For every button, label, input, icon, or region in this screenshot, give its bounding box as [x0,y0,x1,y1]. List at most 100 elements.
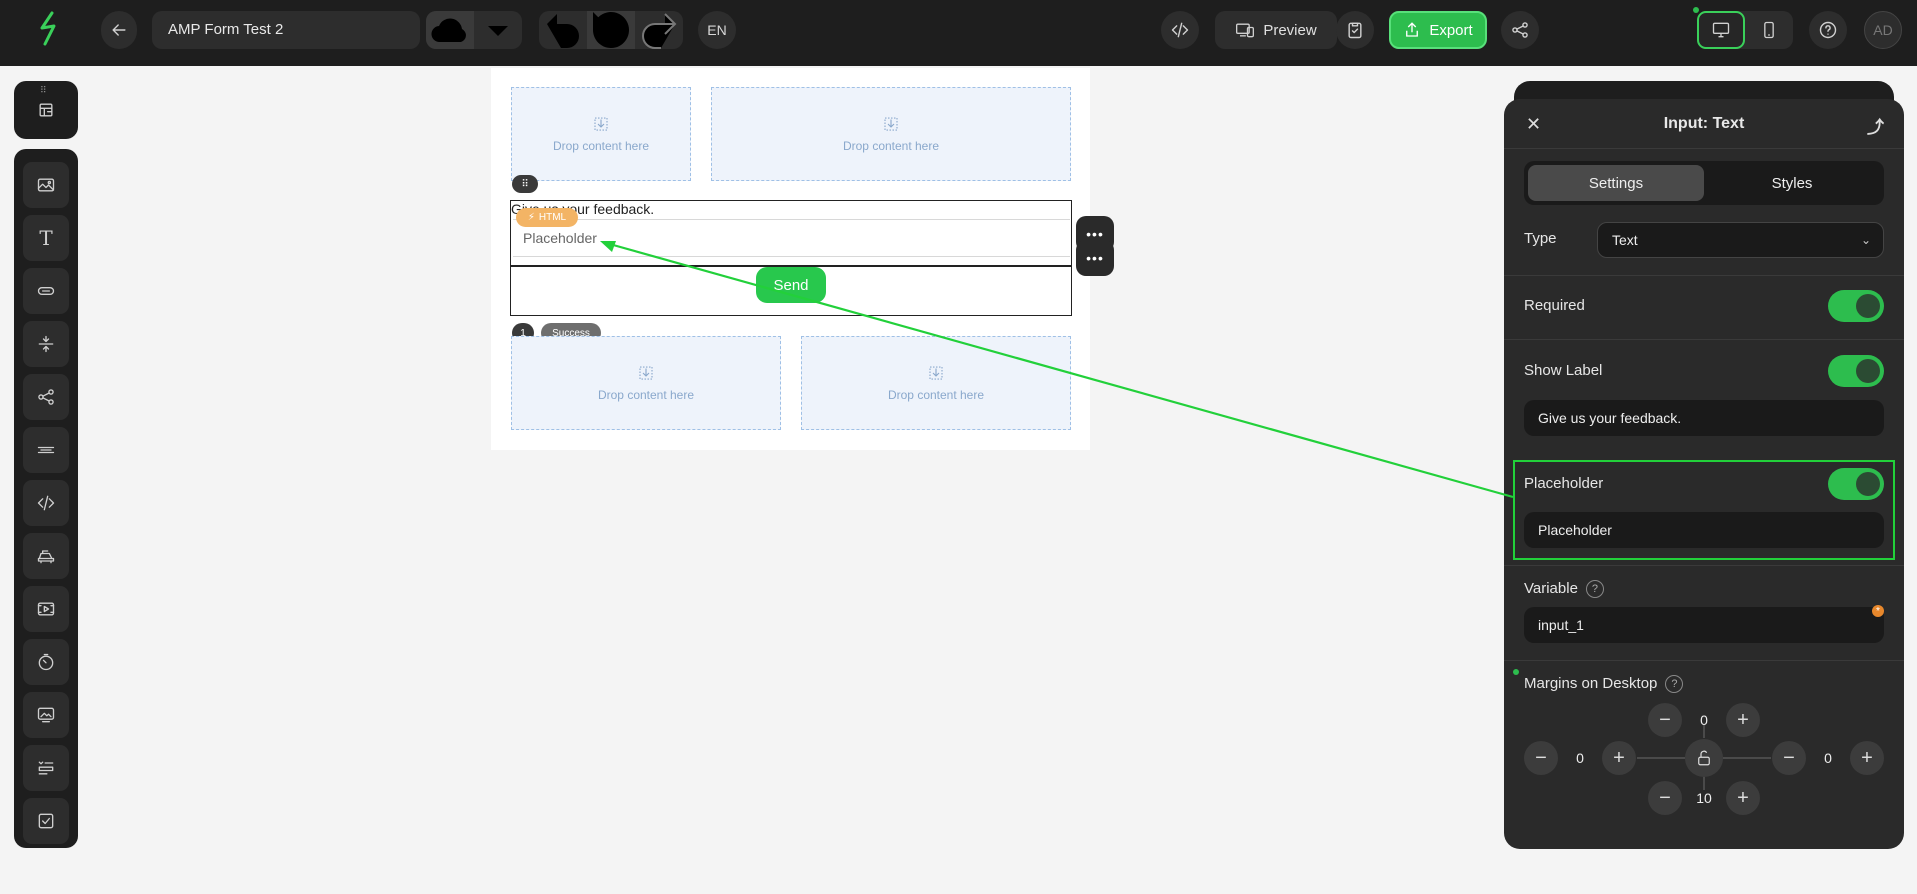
margin-top-increase[interactable]: + [1726,703,1760,737]
drop-zone[interactable]: Drop content here [511,336,781,430]
text-icon: T [39,226,53,250]
structures-button[interactable]: ⠿ [14,81,78,139]
margin-left-decrease[interactable]: − [1524,741,1558,775]
margin-top-value[interactable]: 0 [1700,712,1708,728]
mobile-view-button[interactable] [1745,11,1793,49]
banner-block-button[interactable] [23,533,69,579]
timer-block-button[interactable] [23,639,69,685]
close-icon[interactable]: ✕ [1526,114,1542,134]
spacer-icon [38,335,54,353]
drop-text: Drop content here [842,139,940,153]
divider [1504,275,1904,276]
menu-block-button[interactable] [23,427,69,473]
carousel-block-button[interactable] [23,692,69,738]
mobile-icon [1764,21,1774,39]
spacer-block-button[interactable] [23,321,69,367]
layout-icon [39,103,53,117]
show-label-toggle[interactable] [1828,355,1884,387]
margin-bottom-increase[interactable]: + [1726,781,1760,815]
back-button[interactable] [101,11,137,49]
image-block-button[interactable] [23,162,69,208]
tab-settings[interactable]: Settings [1528,165,1704,201]
margin-top-decrease[interactable]: − [1648,703,1682,737]
placeholder-toggle[interactable] [1828,468,1884,500]
share-icon [38,389,54,405]
margin-connector [1637,757,1685,759]
margin-right-value[interactable]: 0 [1824,750,1832,766]
margin-right-decrease[interactable]: − [1772,741,1806,775]
required-toggle[interactable] [1828,290,1884,322]
chevron-down-icon: ⌄ [1860,233,1871,247]
drop-icon [594,117,608,131]
html-block-button[interactable] [23,480,69,526]
device-switcher [1697,11,1793,49]
help-icon[interactable]: ? [1665,675,1684,694]
button-block-button[interactable] [23,268,69,314]
send-button[interactable]: Send [756,267,826,303]
arrow-left-icon [112,24,126,36]
show-label-label: Show Label [1524,362,1603,379]
save-options-dropdown[interactable] [474,11,522,49]
divider [1504,339,1904,340]
status-dot [1513,669,1519,675]
share-icon [1512,22,1528,38]
margin-connector [1723,757,1771,759]
drag-handle-icon[interactable]: ⠿ [40,85,48,95]
variable-input[interactable]: input_1 [1524,607,1884,643]
accordion-block-button[interactable] [23,745,69,791]
variable-row: Variable? [1524,580,1604,599]
type-label: Type [1524,230,1557,247]
margin-lock-button[interactable] [1685,739,1723,777]
text-block-button[interactable]: T [23,215,69,261]
export-button[interactable]: Export [1389,11,1487,49]
language-button[interactable]: EN [698,11,736,49]
type-select[interactable]: Text ⌄ [1597,222,1884,258]
save-group [426,11,522,49]
label-text-input[interactable]: Give us your feedback. [1524,400,1884,436]
drop-text: Drop content here [887,388,985,402]
margin-bottom-decrease[interactable]: − [1648,781,1682,815]
share-button[interactable] [1501,11,1539,49]
drop-zone[interactable]: Drop content here [511,87,691,181]
video-block-button[interactable] [23,586,69,632]
margin-left-value[interactable]: 0 [1576,750,1584,766]
form-block-button[interactable] [23,798,69,844]
margin-bottom-value[interactable]: 10 [1696,790,1712,806]
desktop-view-button[interactable] [1697,11,1745,49]
margin-right-increase[interactable]: + [1850,741,1884,775]
help-icon[interactable]: ? [1585,580,1604,599]
placeholder-text-input[interactable]: Placeholder [1524,512,1884,548]
drop-text: Drop content here [552,139,650,153]
code-button[interactable] [1161,11,1199,49]
redo-button[interactable] [635,11,683,49]
tab-styles[interactable]: Styles [1771,174,1813,192]
chevron-down-icon [488,26,508,36]
text-input-field[interactable]: Placeholder [513,219,1070,257]
detach-icon[interactable]: ⤴ [1867,118,1884,137]
help-button[interactable] [1809,11,1847,49]
project-title-input[interactable]: AMP Form Test 2 [152,11,420,49]
history-icon [593,12,629,49]
history-button[interactable] [587,11,635,49]
checklist-button[interactable] [1336,11,1374,49]
carousel-icon [37,707,55,723]
more-options-button[interactable]: ••• [1076,240,1114,276]
drop-zone[interactable]: Drop content here [801,336,1071,430]
car-icon [37,550,55,564]
drop-icon [639,366,653,380]
preview-button[interactable]: Preview [1215,11,1337,49]
social-block-button[interactable] [23,374,69,420]
settings-panel: ✕ Input: Text ⤴ Settings Styles Type Tex… [1504,99,1904,849]
undo-button[interactable] [539,11,587,49]
code-icon [1171,22,1189,38]
checkbox-icon [38,813,54,829]
cloud-upload-button[interactable] [426,11,474,49]
row-drag-handle[interactable]: ⠿ [512,175,538,193]
history-group [539,11,683,49]
drop-zone[interactable]: Drop content here [711,87,1071,181]
drop-text: Drop content here [597,388,695,402]
html-badge-label: HTML [538,212,567,223]
margin-left-increase[interactable]: + [1602,741,1636,775]
user-avatar[interactable]: AD [1864,11,1902,49]
export-label: Export [1429,21,1473,39]
